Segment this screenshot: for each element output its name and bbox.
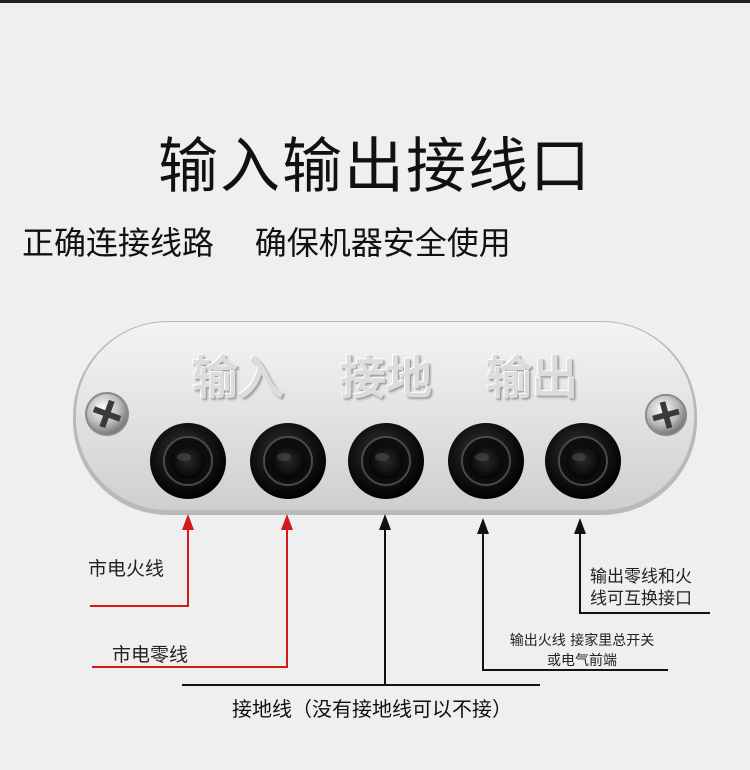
annotation-neutral-out: 输出零线和火 线可互换接口	[590, 566, 692, 610]
terminal-panel	[73, 321, 697, 515]
neutral-out-wire	[579, 530, 710, 614]
socket-icon	[348, 423, 424, 499]
screw-icon	[644, 393, 688, 437]
screw-icon	[85, 392, 129, 436]
annotation-live-out: 输出火线 接家里总开关 或电气前端	[494, 631, 670, 671]
annotation-neutral-out-line1: 输出零线和火	[590, 567, 692, 587]
page-title: 输入输出接线口	[158, 132, 592, 202]
arrow-up-icon	[182, 514, 194, 530]
live-in-wire	[90, 526, 189, 607]
neutral-in-wire	[92, 526, 288, 668]
annotation-live-out-line2: 或电气前端	[547, 653, 617, 669]
socket-icon	[448, 423, 524, 499]
ground-wire	[182, 526, 386, 686]
arrow-up-icon	[574, 518, 586, 534]
arrow-up-icon	[281, 514, 293, 530]
socket-icon	[150, 423, 226, 499]
top-border	[0, 0, 750, 3]
live-out-wire	[482, 530, 668, 671]
annotation-live-in: 市电火线	[88, 558, 165, 580]
plate-label-ground: 接地	[340, 351, 432, 405]
socket-icon	[250, 423, 326, 499]
socket-icon	[545, 423, 621, 499]
annotation-live-out-line1: 输出火线 接家里总开关	[509, 633, 655, 649]
plate-label-output: 输出	[486, 351, 578, 405]
annotation-ground: 接地线（没有接地线可以不接）	[232, 697, 512, 721]
annotation-neutral-in: 市电零线	[112, 644, 189, 666]
arrow-up-icon	[379, 514, 391, 530]
page-subtitle: 正确连接线路 确保机器安全使用	[22, 224, 511, 262]
arrow-up-icon	[477, 518, 489, 534]
annotation-neutral-out-line2: 线可互换接口	[590, 589, 692, 609]
plate-label-input: 输入	[192, 351, 284, 405]
